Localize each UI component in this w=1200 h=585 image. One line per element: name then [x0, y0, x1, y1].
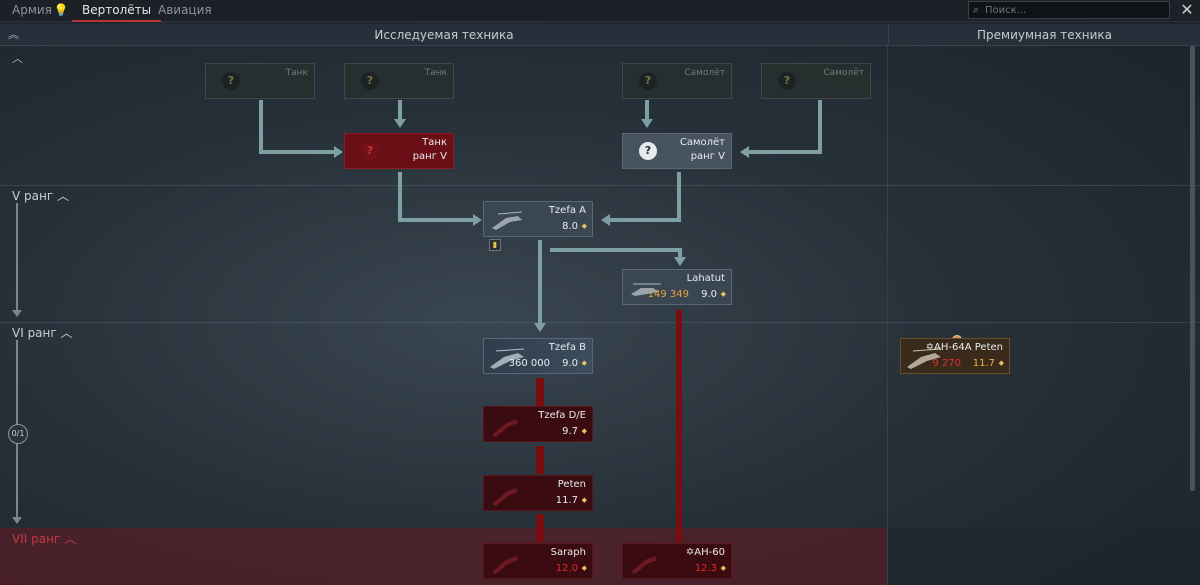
- lightbulb-icon: 💡: [53, 3, 69, 17]
- battle-rating-icon: ◆: [581, 564, 587, 572]
- connector-arrow: [601, 214, 610, 226]
- helicopter-icon: [631, 556, 657, 574]
- helicopter-icon: [492, 419, 518, 437]
- helicopter-icon: [492, 211, 523, 230]
- connector-line: [818, 100, 822, 154]
- locked-connector: [536, 446, 544, 474]
- tab-helicopters[interactable]: Вертолёты: [72, 0, 162, 22]
- vehicle-card-tzefa-de[interactable]: Tzefa D/E 9.7 ◆: [483, 406, 593, 442]
- caret-up-icon: ︿: [56, 189, 69, 203]
- marker-icon[interactable]: ▮: [489, 239, 501, 251]
- tab-army[interactable]: Армия💡: [12, 0, 69, 22]
- connector-arrow: [534, 323, 546, 332]
- scrollbar[interactable]: [1190, 46, 1195, 491]
- rank-vii-zone: [0, 528, 888, 585]
- question-icon: ?: [778, 72, 796, 90]
- question-icon: ?: [361, 72, 379, 90]
- column-header: ︽ Исследуемая техника Премиумная техника: [0, 24, 1200, 46]
- rank-label-vii[interactable]: VII ранг ︿: [12, 532, 77, 546]
- search-box: ⌕: [968, 1, 1170, 19]
- connector-line: [677, 172, 681, 222]
- connector-line: [259, 100, 263, 154]
- battle-rating-icon: ◆: [720, 290, 726, 298]
- collapse-all-icon[interactable]: ︽: [8, 28, 19, 41]
- connector-arrow: [674, 257, 686, 266]
- vehicle-card-ah-60[interactable]: ✡AH-60 12.3 ◆: [622, 543, 732, 579]
- question-icon: ?: [222, 72, 240, 90]
- premium-column-title: Премиумная техника: [888, 24, 1200, 46]
- helicopter-icon: [907, 348, 942, 369]
- question-icon: ?: [361, 142, 379, 160]
- vehicle-card-ah-64a-peten[interactable]: ✡AH-64A Peten 9 270 11.7 ◆: [900, 338, 1010, 374]
- caret-up-icon[interactable]: ︿: [12, 52, 23, 65]
- question-icon: ?: [639, 142, 657, 160]
- helicopter-icon: [492, 556, 518, 574]
- battle-rating-icon: ◆: [581, 427, 587, 435]
- connector-arrow: [334, 146, 343, 158]
- connector-arrow: [641, 119, 653, 128]
- rank-label-v[interactable]: V ранг ︿: [12, 189, 69, 203]
- connector-arrow: [473, 214, 482, 226]
- vehicle-card-tzefa-b[interactable]: Tzefa B 360 000 9.0 ◆: [483, 338, 593, 374]
- connector-line: [678, 248, 682, 258]
- vehicle-card-lahatut[interactable]: Lahatut 149 349 9.0 ◆: [622, 269, 732, 305]
- vehicle-card-plane-requirement[interactable]: ? Самолёт ранг V: [622, 133, 732, 169]
- question-icon: ?: [639, 72, 657, 90]
- locked-connector: [536, 378, 544, 406]
- connector-arrow: [394, 119, 406, 128]
- helicopter-icon: [492, 488, 518, 506]
- connector-line: [259, 150, 335, 154]
- search-icon: ⌕: [973, 3, 980, 16]
- rank-divider: [0, 185, 1200, 186]
- helicopter-icon: [631, 283, 661, 296]
- battle-rating-icon: ◆: [998, 359, 1004, 367]
- vehicle-card-saraph[interactable]: Saraph 12.0 ◆: [483, 543, 593, 579]
- rank-counter-badge: 0/1: [8, 424, 28, 444]
- tab-aviation[interactable]: Авиация: [158, 3, 212, 17]
- connector-line: [398, 172, 402, 222]
- vehicle-card-peten[interactable]: Peten 11.7 ◆: [483, 475, 593, 511]
- top-bar: Армия💡 Вертолёты Авиация ⌕ ✕: [0, 0, 1200, 22]
- close-button[interactable]: ✕: [1180, 0, 1194, 19]
- search-input[interactable]: [985, 3, 1165, 17]
- rank-vii-premium-zone: [888, 528, 1200, 585]
- rank-label-vi[interactable]: VI ранг ︿: [12, 326, 73, 340]
- battle-rating-icon: ◆: [720, 564, 726, 572]
- researched-column-title: Исследуемая техника: [374, 28, 514, 42]
- vehicle-card-tank-requirement[interactable]: ? Танк ранг V: [344, 133, 454, 169]
- locked-connector: [536, 514, 544, 542]
- vehicle-card-tank-prereq[interactable]: ? Танк: [205, 63, 315, 99]
- vehicle-card-plane-prereq[interactable]: ? Самолёт: [622, 63, 732, 99]
- vehicle-card-tzefa-a[interactable]: Tzefa A 8.0 ◆: [483, 201, 593, 237]
- vehicle-card-tank-prereq[interactable]: ? Танк: [344, 63, 454, 99]
- locked-connector: [676, 310, 682, 542]
- connector-line: [538, 240, 542, 324]
- connector-line: [398, 100, 402, 120]
- connector-line: [398, 218, 474, 222]
- caret-up-icon: ︿: [60, 326, 73, 340]
- vehicle-card-plane-prereq[interactable]: ? Самолёт: [761, 63, 871, 99]
- connector-line: [550, 248, 682, 252]
- connector-arrow: [740, 146, 749, 158]
- caret-up-icon: ︿: [64, 532, 77, 546]
- connector-line: [748, 150, 822, 154]
- battle-rating-icon: ◆: [581, 496, 587, 504]
- helicopter-icon: [490, 348, 525, 369]
- column-divider: [887, 46, 888, 585]
- battle-rating-icon: ◆: [581, 222, 587, 230]
- connector-line: [610, 218, 681, 222]
- connector-line: [645, 100, 649, 120]
- rank-divider: [0, 322, 1200, 323]
- rank-progress-arrow: [12, 203, 22, 317]
- battle-rating-icon: ◆: [581, 359, 587, 367]
